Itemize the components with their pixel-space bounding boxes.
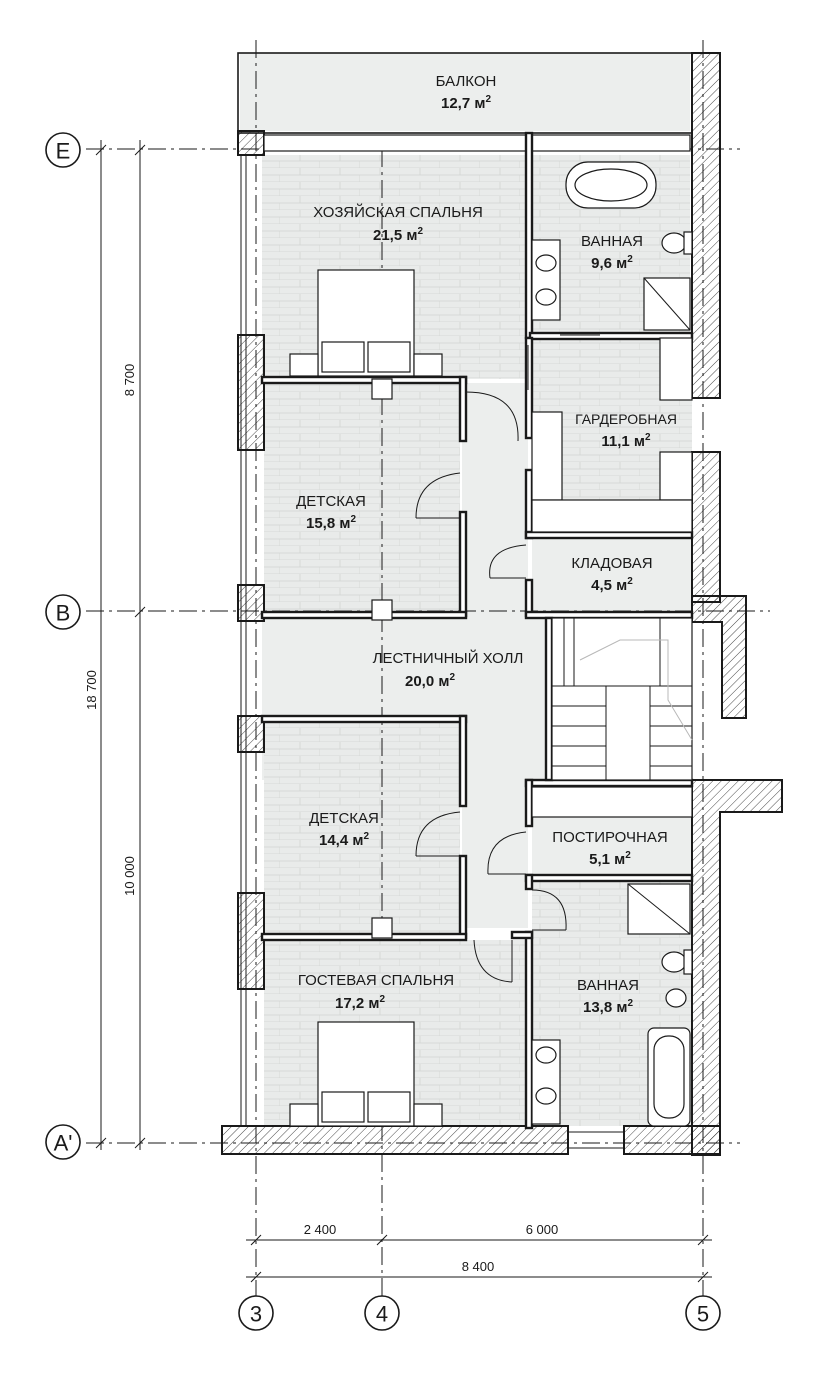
laundry-counter [531,786,693,818]
door-swing-kids1 [465,391,519,442]
toilet-1 [661,232,687,254]
room-name-storage: КЛАДОВАЯ [571,555,652,572]
bottom-wall-left [221,1125,569,1155]
wall-stair-left [544,616,554,782]
staircase [551,617,693,781]
dim-label-10000: 10 000 [122,856,137,896]
wall-kids1-corridor-bottom [458,510,468,618]
axis-marker-4 [364,1295,400,1331]
wall-laundry-left [524,778,534,828]
wall-bath2-left [524,930,534,1130]
wall-storage-left [524,578,534,618]
wall-bath-wardrobe [528,331,694,341]
axis-label-A: A' [54,1131,73,1156]
wardrobe-shelf-left [531,411,563,501]
room-name-kids-room-2: ДЕТСКАЯ [309,810,379,827]
room-area-guest-bedroom: 17,2 м2 [335,994,385,1012]
wardrobe-shelf-right-top [659,337,693,401]
walls [221,52,783,1156]
wall-kids1-corridor-top [458,375,468,443]
room-name-bathroom-1: ВАННАЯ [581,233,643,250]
wall-kids1-hall [260,610,468,620]
dim-label-18700: 18 700 [84,670,99,710]
axis-marker-5 [685,1295,721,1331]
room-name-wardrobe: ГАРДЕРОБНАЯ [575,411,677,427]
storage-floor [532,536,692,614]
axis-markers: E B A' 3 4 5 [45,132,721,1331]
axis-marker-E [45,132,81,168]
dimension-lines: 8 700 10 000 18 700 2 400 6 000 8 400 [84,140,712,1283]
wall-wardrobe-left [524,468,534,540]
axis-marker-A [45,1124,81,1160]
wall-bath2-left-top [524,873,534,891]
room-name-master-bedroom: ХОЗЯЙСКАЯ СПАЛЬНЯ [313,203,483,221]
bidet [665,988,687,1008]
axis-label-3: 3 [250,1302,262,1327]
wall-master-bathroom [524,131,534,340]
column-3 [371,917,393,939]
axis-label-5: 5 [697,1302,709,1327]
wall-kids2-corridor-top [458,714,468,808]
room-area-bathroom-2: 13,8 м2 [583,998,633,1016]
wardrobe-shelf-bottom [531,499,693,533]
room-name-guest-bedroom: ГОСТЕВАЯ СПАЛЬНЯ [298,972,454,989]
right-wall-lower [691,779,783,1156]
column-2 [371,599,393,621]
doors [415,334,600,983]
left-glazing [240,155,247,1126]
axis-marker-3 [238,1295,274,1331]
axis-label-E: E [56,139,71,164]
left-pier-2 [237,334,265,451]
column-1 [371,378,393,400]
right-wall-top [691,52,721,399]
wall-master-kids1 [260,375,468,385]
dim-label-2400: 2 400 [304,1222,337,1237]
wardrobe-shelf-right [659,451,693,501]
room-name-laundry: ПОСТИРОЧНАЯ [552,829,667,846]
room-area-kids-room-2: 14,4 м2 [319,831,369,849]
axis-marker-B [45,594,81,630]
room-area-wardrobe: 11,1 м2 [601,432,651,450]
room-area-stair-hall: 20,0 м2 [405,672,455,690]
kids-room-2-floor [264,720,460,934]
room-area-kids-room-1: 15,8 м2 [306,514,356,532]
axis-label-4: 4 [376,1302,388,1327]
left-pier-5 [237,892,265,990]
room-name-stair-hall: ЛЕСТНИЧНЫЙ ХОЛЛ [373,649,524,667]
axis-label-B: B [56,601,71,626]
left-pier-3 [237,584,265,622]
wall-laundry-bath2 [524,873,694,883]
balcony-door-glazing [263,134,691,152]
kids-room-1-floor [264,383,460,613]
room-area-laundry: 5,1 м2 [589,850,631,868]
room-area-bathroom-1: 9,6 м2 [591,254,633,272]
bottom-wall-right [623,1125,721,1155]
right-wall-bay [691,595,747,719]
room-name-balcony: БАЛКОН [436,73,497,90]
balcony-floor [240,53,690,131]
left-pier-1 [237,130,265,156]
room-area-storage: 4,5 м2 [591,576,633,594]
dim-label-8700: 8 700 [122,364,137,397]
room-name-kids-room-1: ДЕТСКАЯ [296,493,366,510]
toilet-2 [661,951,687,973]
room-name-bathroom-2: ВАННАЯ [577,977,639,994]
vanity-1 [531,239,561,321]
left-pier-4 [237,715,265,753]
right-wall-mid [691,451,721,603]
fixtures [289,161,693,1127]
wall-wardrobe-storage [524,530,694,540]
wall-kids2-guest [260,932,468,942]
wall-kids2-corridor-bottom [458,854,468,940]
dim-label-6000: 6 000 [526,1222,559,1237]
room-area-master-bedroom: 21,5 м2 [373,226,423,244]
room-labels: БАЛКОН 12,7 м2 ХОЗЯЙСКАЯ СПАЛЬНЯ 21,5 м2… [296,73,677,1016]
wall-guest-corridor [510,930,534,940]
wall-kids2-top [260,714,468,724]
room-area-balcony: 12,7 м2 [441,94,491,112]
dim-label-8400: 8 400 [462,1259,495,1274]
wall-wardrobe-left-top [524,336,534,440]
